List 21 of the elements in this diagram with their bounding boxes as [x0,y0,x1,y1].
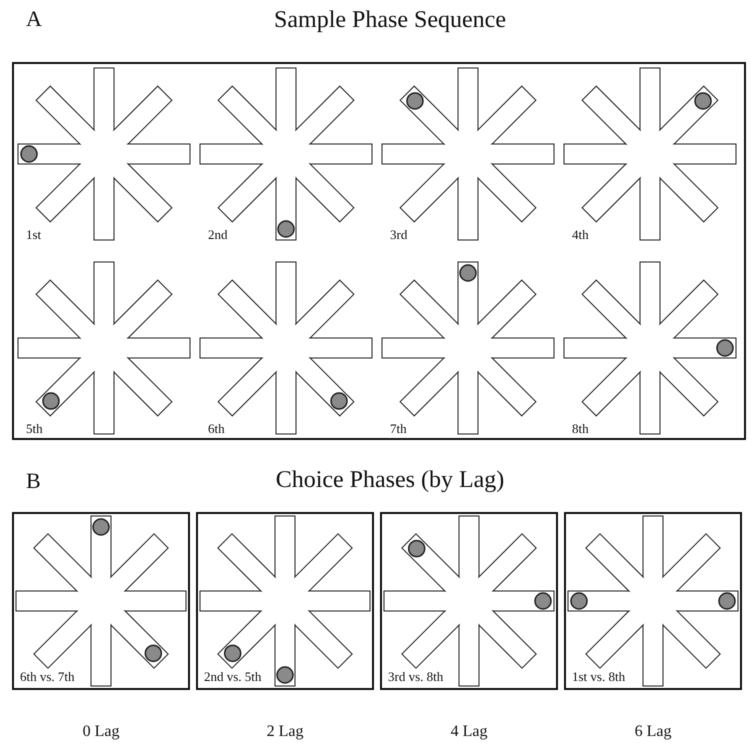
panel-frame [12,62,746,440]
panel-letter: A [26,8,42,30]
comparison-label: 6th vs. 7th [20,670,75,683]
trial-order-label: 7th [390,422,407,435]
section-heading: Sample Phase Sequence [273,8,507,32]
section-heading: Choice Phases (by Lag) [274,468,506,492]
panel-letter: B [26,470,41,492]
lag-label: 0 Lag [82,724,120,740]
trial-order-label: 5th [26,422,43,435]
trial-order-label: 4th [572,228,589,241]
comparison-label: 2nd vs. 5th [204,670,262,683]
trial-order-label: 2nd [208,228,228,241]
lag-label: 2 Lag [266,724,304,740]
lag-label: 4 Lag [450,724,488,740]
trial-order-label: 3rd [390,228,408,241]
comparison-label: 1st vs. 8th [572,670,626,683]
trial-order-label: 6th [208,422,225,435]
lag-label: 6 Lag [634,724,672,740]
trial-order-label: 8th [572,422,589,435]
trial-order-label: 1st [26,228,42,241]
comparison-label: 3rd vs. 8th [388,670,444,683]
